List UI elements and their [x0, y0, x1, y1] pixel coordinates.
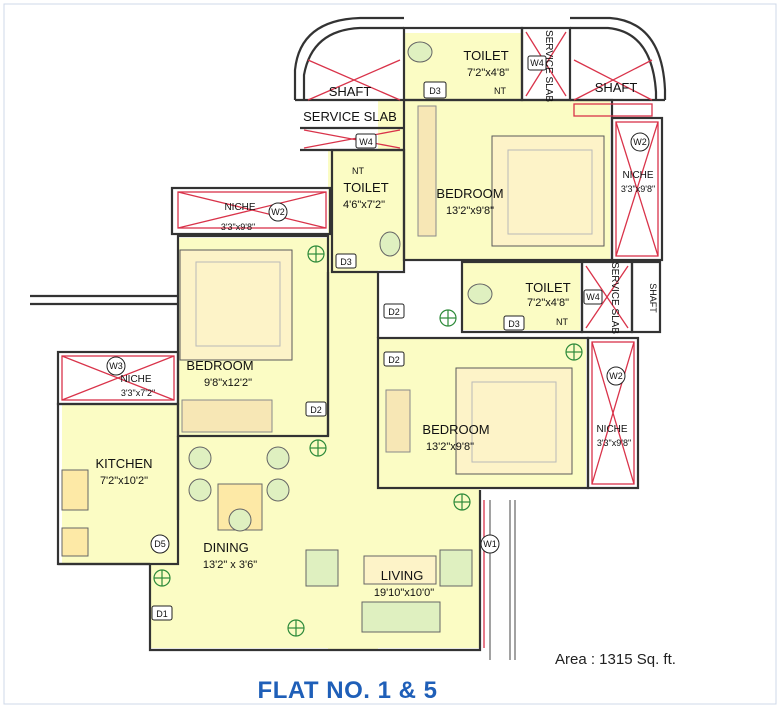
walls	[30, 16, 667, 660]
bedroom-left-name: BEDROOM	[186, 358, 253, 373]
toilet-top-dim: 7'2"x4'8"	[467, 67, 509, 79]
dining-name: DINING	[203, 540, 249, 555]
tag-w2-bottom-right: W2	[609, 371, 623, 381]
living-dim: 19'10"x10'0"	[374, 587, 434, 599]
tag-w4-right: W4	[586, 292, 600, 302]
niche-w3-dim: 3'3"x7'2"	[121, 388, 155, 398]
bedroom-left-dim: 9'8"x12'2"	[204, 377, 252, 389]
toilet-top-name: TOILET	[463, 48, 508, 63]
toilet-mid-name: TOILET	[343, 180, 388, 195]
tag-w2-top-right: W2	[633, 137, 647, 147]
tag-w3: W3	[109, 361, 123, 371]
niche-left-dim: 3'3"x9'8"	[221, 222, 255, 232]
service-slab-right-label: SERVICE SLAB	[609, 262, 620, 334]
toilet-right-dim: 7'2"x4'8"	[527, 297, 569, 309]
shaft-left-label: SHAFT	[329, 84, 372, 99]
room-labels: TOILET 7'2"x4'8" SHAFT SHAFT SERVICE SLA…	[95, 30, 658, 599]
plan-title: FLAT NO. 1 & 5	[257, 677, 438, 704]
dining-dim: 13'2" x 3'6"	[203, 559, 257, 571]
niche-right-top-name: NICHE	[622, 170, 653, 181]
tag-w4-left: W4	[359, 137, 373, 147]
hatch-areas	[61, 31, 659, 648]
tag-d2-corridor-bottom: D2	[388, 355, 400, 365]
toilet-right-name: TOILET	[525, 280, 570, 295]
bedroom-right-dim: 13'2"x9'8"	[426, 441, 474, 453]
bedroom-master-dim: 13'2"x9'8"	[446, 205, 494, 217]
kitchen-name: KITCHEN	[95, 456, 152, 471]
niche-right-bottom-name: NICHE	[596, 424, 627, 435]
niche-left-name: NICHE	[224, 202, 255, 213]
tag-d3-right: D3	[508, 319, 520, 329]
living-name: LIVING	[381, 568, 424, 583]
tag-w1: W1	[483, 539, 497, 549]
service-slab-left-label: SERVICE SLAB	[303, 109, 397, 124]
tags: D3 NT W4 W4 NT W2 W2 D3 D2 D3 NT W4 D2 W…	[106, 55, 650, 621]
bedroom-master-name: BEDROOM	[436, 186, 503, 201]
bedroom-right-name: BEDROOM	[422, 422, 489, 437]
tag-w4-top: W4	[530, 58, 544, 68]
tag-nt-top: NT	[494, 86, 506, 96]
tag-nt-right: NT	[556, 317, 568, 327]
niche-right-top-dim: 3'3"x9'8"	[621, 184, 655, 194]
fan-symbols	[153, 245, 583, 637]
furniture	[61, 41, 605, 633]
tag-d5: D5	[154, 539, 166, 549]
tag-d3-mid: D3	[340, 257, 352, 267]
niche-right-bottom-dim: 3'3"x9'8"	[597, 438, 631, 448]
page-border	[3, 3, 777, 705]
shaft-vert-label: SHAFT	[648, 283, 658, 313]
service-slab-top-label: SERVICE SLAB	[543, 30, 554, 102]
kitchen-dim: 7'2"x10'2"	[100, 475, 148, 487]
tag-w2-left: W2	[271, 207, 285, 217]
tag-d2-bedroom-left: D2	[310, 405, 322, 415]
niche-w3-name: NICHE	[120, 374, 151, 385]
tag-d2-corridor-top: D2	[388, 307, 400, 317]
tag-d3-top: D3	[429, 86, 441, 96]
shaft-right-label: SHAFT	[595, 80, 638, 95]
area-text: Area : 1315 Sq. ft.	[555, 651, 676, 668]
toilet-mid-dim: 4'6"x7'2"	[343, 199, 385, 211]
tag-d1: D1	[156, 609, 168, 619]
tag-nt-mid: NT	[352, 166, 364, 176]
